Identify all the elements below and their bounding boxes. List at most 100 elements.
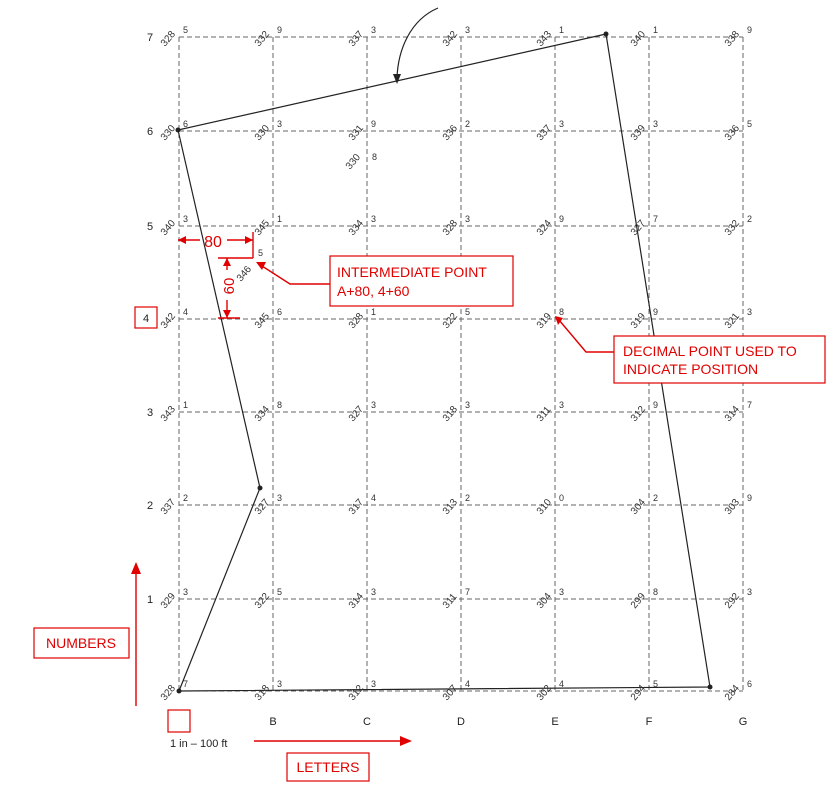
traverse-line — [177, 33, 711, 692]
elevation-label: 284 — [723, 683, 742, 703]
decimal-point-line2: INDICATE POSITION — [623, 361, 758, 377]
cut-label: 3 — [653, 119, 658, 129]
cut-label: 5 — [277, 587, 282, 597]
cut-label: 4 — [559, 679, 564, 689]
dimension-60-label: 60 — [221, 278, 238, 295]
cut-label: 3 — [371, 587, 376, 597]
elevation-label: 307 — [441, 683, 460, 703]
cut-label: 9 — [747, 25, 752, 35]
elevation-label: 331 — [347, 123, 366, 143]
traverse-vertex — [707, 684, 713, 690]
decimal-point-arrowhead — [555, 316, 563, 325]
cut-label: 2 — [183, 493, 188, 503]
cut-label: 3 — [183, 214, 188, 224]
elevation-label: 345 — [253, 218, 272, 238]
cut-label: 3 — [183, 587, 188, 597]
row-4-highlight-box — [134, 306, 158, 329]
elevation-label: 332 — [253, 29, 272, 49]
elevation-label: 304 — [629, 497, 648, 517]
elevation-label: 327 — [347, 404, 366, 424]
row-label-5: 5 — [147, 221, 153, 233]
row-label-2: 2 — [147, 500, 153, 512]
cut-label: 2 — [653, 493, 658, 503]
dimension-60-arrow-bottom — [223, 310, 231, 318]
elevation-label: 318 — [441, 404, 460, 424]
elevation-label: 330 — [253, 123, 272, 143]
elevation-label: 330 — [159, 123, 178, 143]
elevation-label: 334 — [253, 404, 272, 424]
intermediate-point-title: INTERMEDIATE POINT — [337, 264, 487, 280]
elevation-label: 340 — [629, 29, 648, 49]
cut-label: 1 — [653, 25, 658, 35]
cut-label: 3 — [559, 119, 564, 129]
cut-label: 2 — [747, 214, 752, 224]
cut-label: 3 — [465, 25, 470, 35]
elevation-label: 324 — [535, 218, 554, 238]
cut-label: 8 — [559, 307, 564, 317]
elevation-label: 317 — [347, 497, 366, 517]
dimension-80-arrow-left — [178, 236, 186, 244]
cut-label: 9 — [653, 400, 658, 410]
numbers-arrowhead — [131, 562, 141, 574]
cut-label: 8 — [372, 152, 377, 162]
cut-label: 5 — [653, 679, 658, 689]
elevation-label: 302 — [535, 683, 554, 703]
cut-label: 1 — [277, 214, 282, 224]
elevation-label: 330 — [344, 152, 363, 172]
column-label-g: G — [739, 716, 748, 728]
elevation-label: 336 — [441, 123, 460, 143]
cut-label: 4 — [371, 493, 376, 503]
cut-label: 2 — [465, 493, 470, 503]
intermediate-point-callout — [329, 255, 514, 307]
intermediate-point-arrowhead — [256, 262, 266, 270]
elevation-label: 328 — [441, 218, 460, 238]
decimal-point-leader — [558, 319, 614, 353]
elevation-label: 328 — [159, 683, 178, 703]
elevation-label: 336 — [723, 123, 742, 143]
elevation-label: 303 — [723, 497, 742, 517]
elevation-label: 294 — [629, 683, 648, 703]
curved-pointer-arrow — [396, 7, 439, 79]
elevation-label: 343 — [159, 404, 178, 424]
elevation-label: 319 — [629, 311, 648, 331]
cut-label: 1 — [183, 400, 188, 410]
cut-label: 1 — [371, 307, 376, 317]
elevation-label: 318 — [253, 683, 272, 703]
elevation-label: 339 — [629, 123, 648, 143]
cut-label: 3 — [465, 400, 470, 410]
cut-label: 3 — [371, 25, 376, 35]
row-label-1: 1 — [147, 594, 153, 606]
elevation-label: 314 — [347, 591, 366, 611]
elevation-label: 319 — [535, 311, 554, 331]
elevation-label: 334 — [347, 218, 366, 238]
elevation-label: 311 — [441, 591, 460, 611]
cut-label: 3 — [371, 214, 376, 224]
cut-label: 3 — [465, 214, 470, 224]
elevation-label: 332 — [723, 218, 742, 238]
elevation-label: 337 — [159, 497, 178, 517]
traverse-vertex — [176, 688, 182, 694]
cut-label: 4 — [183, 307, 188, 317]
column-a-highlight-box — [167, 709, 191, 733]
scale-label: 1 in – 100 ft — [170, 738, 228, 750]
column-label-f: F — [646, 716, 653, 728]
elevation-label: 342 — [441, 29, 460, 49]
cut-label: 3 — [277, 119, 282, 129]
cut-label: 2 — [465, 119, 470, 129]
cut-label: 6 — [747, 679, 752, 689]
elevation-label: 292 — [723, 591, 742, 611]
elevation-label: 337 — [347, 29, 366, 49]
cut-label: 3 — [277, 679, 282, 689]
cut-label: 3 — [277, 493, 282, 503]
column-label-e: E — [551, 716, 558, 728]
column-label-c: C — [363, 716, 371, 728]
dimension-80-arrow-right — [245, 236, 253, 244]
cut-label: 8 — [277, 400, 282, 410]
cut-label: 8 — [653, 587, 658, 597]
dimension-60-arrow-top — [223, 258, 231, 266]
cut-label: 0 — [559, 493, 564, 503]
intermediate-point-coords: A+80, 4+60 — [337, 283, 410, 299]
elevation-label: 304 — [535, 591, 554, 611]
intermediate-cut-label: 5 — [258, 248, 263, 258]
